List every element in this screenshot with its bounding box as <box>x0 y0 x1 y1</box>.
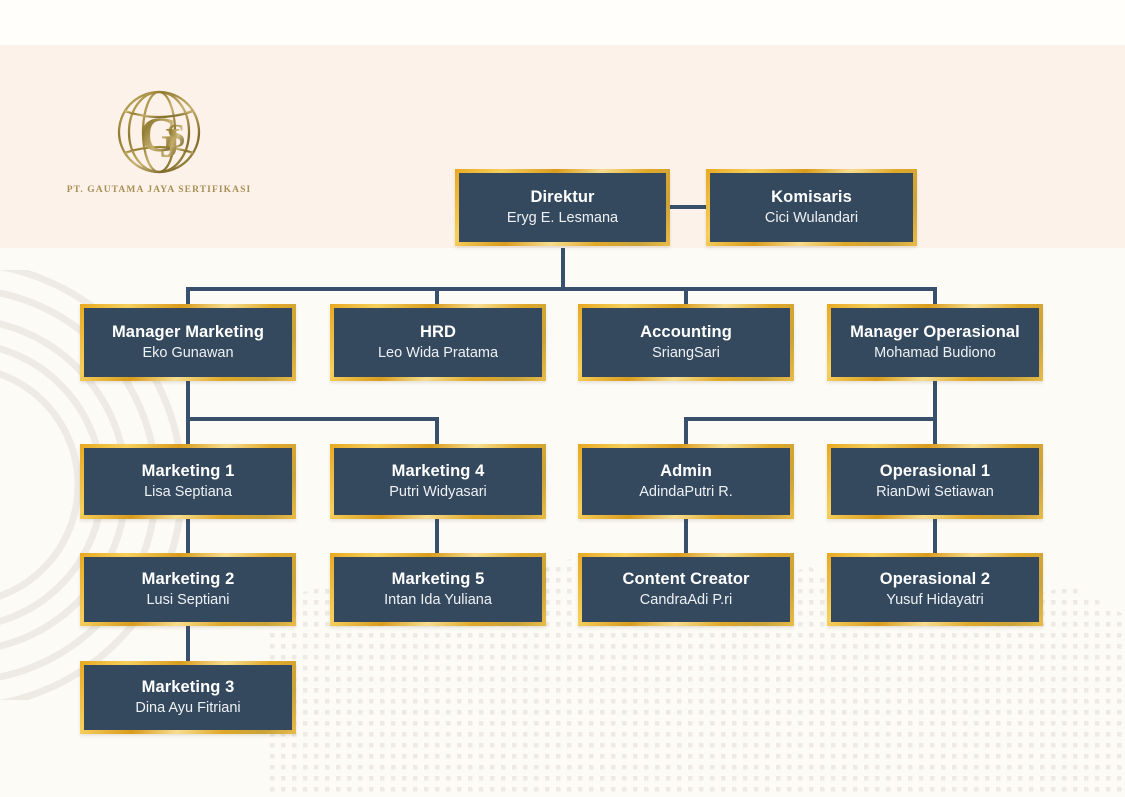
node-person: Intan Ida Yuliana <box>384 591 492 608</box>
node-title: Admin <box>660 462 712 481</box>
svg-text:J: J <box>160 121 181 167</box>
connector-mm-bus <box>186 417 439 421</box>
node-person: Putri Widyasari <box>389 483 487 500</box>
connector-direktur-komisaris <box>669 205 707 209</box>
node-marketing-3[interactable]: Marketing 3 Dina Ayu Fitriani <box>80 661 296 734</box>
connector-drop-accounting <box>684 287 688 305</box>
connector-mm-to-marketing1 <box>186 417 190 449</box>
node-person: Lisa Septiana <box>144 483 232 500</box>
node-person: Mohamad Budiono <box>874 344 996 361</box>
connector-mo-bus <box>684 417 937 421</box>
connector-marketing2-marketing3 <box>186 625 190 665</box>
connector-mo-to-operasional1 <box>933 417 937 449</box>
node-title: Content Creator <box>622 570 750 589</box>
connector-drop-manager-marketing <box>186 287 190 305</box>
node-person: Yusuf Hidayatri <box>886 591 984 608</box>
node-operasional-2[interactable]: Operasional 2 Yusuf Hidayatri <box>827 553 1043 626</box>
connector-mo-to-admin <box>684 417 688 449</box>
node-operasional-1[interactable]: Operasional 1 RianDwi Setiawan <box>827 444 1043 519</box>
connector-marketing4-marketing5 <box>435 518 439 558</box>
node-content-creator[interactable]: Content Creator CandraAdi P.ri <box>578 553 794 626</box>
logo-caption: PT. GAUTAMA JAYA SERTIFIKASI <box>66 185 252 195</box>
node-komisaris[interactable]: Komisaris Cici Wulandari <box>706 169 917 246</box>
node-title: Manager Marketing <box>111 323 265 342</box>
top-white-strip <box>0 0 1125 45</box>
connector-admin-content-creator <box>684 518 688 558</box>
node-person: Dina Ayu Fitriani <box>135 699 241 716</box>
connector-drop-manager-operasional <box>933 287 937 305</box>
connector-marketing1-marketing2 <box>186 518 190 558</box>
node-accounting[interactable]: Accounting SriangSari <box>578 304 794 381</box>
node-person: CandraAdi P.ri <box>639 591 733 608</box>
node-title: Marketing 3 <box>141 678 235 697</box>
node-title: Direktur <box>530 188 595 207</box>
node-title: Marketing 5 <box>391 570 485 589</box>
node-person: Lusi Septiani <box>146 591 230 608</box>
node-title: Manager Operasional <box>850 323 1020 342</box>
connector-drop-hrd <box>435 287 439 305</box>
node-title: HRD <box>419 323 457 342</box>
connector-mo-down <box>933 380 937 418</box>
node-person: Cici Wulandari <box>764 209 859 226</box>
node-direktur[interactable]: Direktur Eryg E. Lesmana <box>455 169 670 246</box>
node-person: Eko Gunawan <box>142 344 234 361</box>
globe-monogram-gjs-icon: G J S <box>117 90 201 174</box>
connector-direktur-down <box>561 248 565 290</box>
connector-mm-down <box>186 380 190 418</box>
node-marketing-5[interactable]: Marketing 5 Intan Ida Yuliana <box>330 553 546 626</box>
svg-text:S: S <box>167 118 186 155</box>
node-person: RianDwi Setiawan <box>876 483 994 500</box>
node-title: Marketing 2 <box>141 570 235 589</box>
connector-mm-to-marketing4 <box>435 417 439 449</box>
node-title: Marketing 4 <box>391 462 485 481</box>
connector-operasional1-operasional2 <box>933 518 937 558</box>
node-title: Accounting <box>640 323 732 342</box>
node-person: SriangSari <box>652 344 720 361</box>
node-title: Operasional 2 <box>879 570 991 589</box>
connector-bus-row2 <box>186 287 937 291</box>
node-marketing-2[interactable]: Marketing 2 Lusi Septiani <box>80 553 296 626</box>
node-hrd[interactable]: HRD Leo Wida Pratama <box>330 304 546 381</box>
node-admin[interactable]: Admin AdindaPutri R. <box>578 444 794 519</box>
node-title: Marketing 1 <box>141 462 235 481</box>
svg-text:G: G <box>140 106 179 162</box>
node-marketing-4[interactable]: Marketing 4 Putri Widyasari <box>330 444 546 519</box>
node-manager-operasional[interactable]: Manager Operasional Mohamad Budiono <box>827 304 1043 381</box>
node-title: Komisaris <box>771 188 852 207</box>
node-marketing-1[interactable]: Marketing 1 Lisa Septiana <box>80 444 296 519</box>
node-title: Operasional 1 <box>879 462 991 481</box>
node-person: AdindaPutri R. <box>639 483 733 500</box>
node-person: Eryg E. Lesmana <box>506 209 619 226</box>
company-logo: G J S PT. GAUTAMA JAYA SERTIFIKASI <box>48 85 270 210</box>
node-manager-marketing[interactable]: Manager Marketing Eko Gunawan <box>80 304 296 381</box>
node-person: Leo Wida Pratama <box>377 344 499 361</box>
